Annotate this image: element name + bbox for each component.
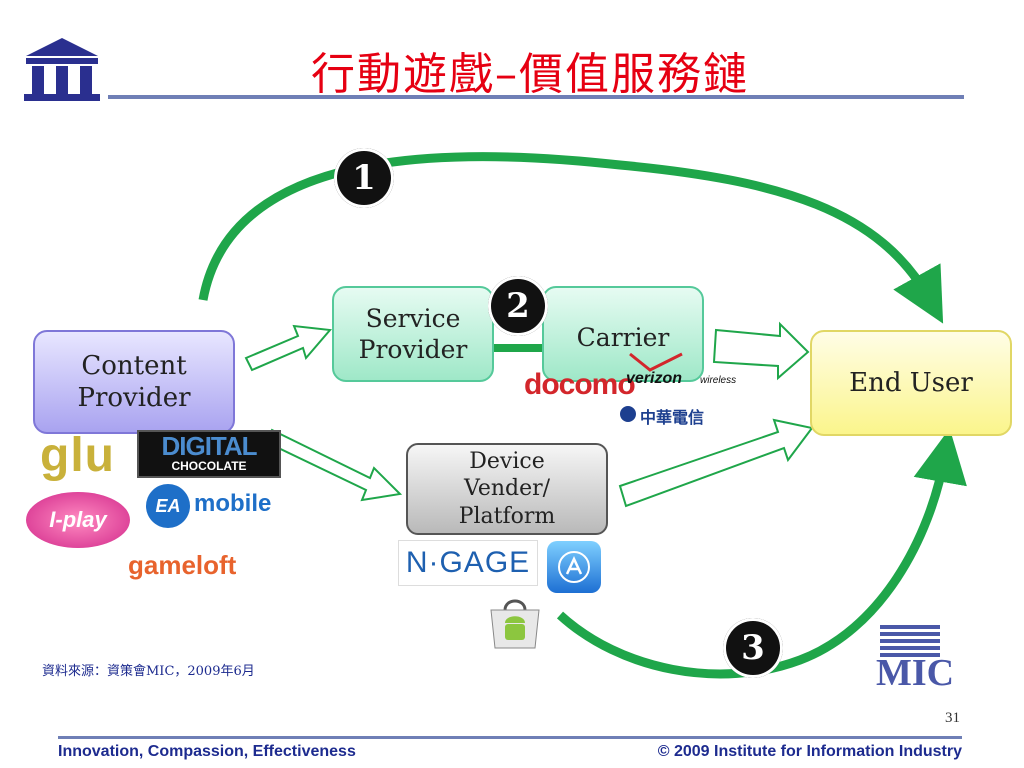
carrier-label: Carrier: [576, 323, 670, 352]
institute-building-icon: [24, 38, 100, 101]
app-store-icon: [547, 541, 601, 593]
green-arc-1: [198, 152, 944, 324]
footer-tagline: Innovation, Compassion, Effectiveness: [58, 743, 356, 760]
verizon-wireless-text: wireless: [700, 375, 737, 386]
ea-mobile-logo: EA mobile: [146, 484, 276, 528]
device-vender-platform-box: Device Vender/ Platform: [406, 443, 608, 535]
service-provider-box: Service Provider: [332, 286, 494, 382]
page-number: 31: [945, 710, 960, 726]
slide-title: 行動遊戲–價值服務鏈: [311, 49, 749, 100]
green-arc-3: [556, 428, 967, 679]
footer-copyright: © 2009 Institute for Information Industr…: [657, 743, 962, 760]
content-provider-box: Content Provider: [33, 330, 235, 434]
content-provider-label: Content Provider: [77, 350, 191, 414]
step-badge-1: 1: [334, 148, 394, 208]
ea-mobile-text: mobile: [194, 490, 272, 517]
verizon-logo: verizon: [626, 370, 683, 387]
source-note: 資料來源：資策會MIC，2009年6月: [42, 664, 255, 679]
digital-chocolate-top-text: DIGITAL: [161, 431, 257, 461]
verizon-check-icon: [629, 352, 683, 372]
block-arrow-carrier-user: [712, 321, 810, 381]
app-store-glyph-icon: [558, 551, 590, 583]
device-vender-label: Device Vender/ Platform: [458, 448, 556, 529]
step-badge-2: 2: [488, 276, 548, 336]
digital-chocolate-logo: DIGITAL CHOCOLATE: [137, 430, 281, 478]
title-divider: [108, 95, 964, 99]
android-market-icon: [490, 599, 540, 649]
footer-divider: [58, 736, 962, 739]
end-user-label: End User: [849, 367, 973, 398]
chunghwa-telecom-logo: 中華電信: [640, 410, 705, 427]
service-provider-label: Service Provider: [358, 303, 468, 364]
step-badge-3: 3: [723, 618, 783, 678]
mic-logo-text: MIC: [876, 652, 954, 691]
ngage-logo: N·GAGE: [398, 540, 538, 586]
mic-logo: MIC: [876, 625, 954, 691]
block-arrow-cp-device: [264, 428, 403, 502]
chunghwa-telecom-icon: [620, 406, 636, 422]
digital-chocolate-bottom-text: CHOCOLATE: [171, 459, 247, 473]
block-arrow-device-user: [618, 418, 814, 508]
glu-logo: glu: [40, 429, 115, 482]
end-user-box: End User: [810, 330, 1012, 436]
carrier-box: Carrier: [542, 286, 704, 382]
block-arrow-cp-sp: [244, 324, 332, 372]
iplay-logo: I-play: [26, 492, 130, 548]
docomo-logo: docomo: [524, 368, 636, 401]
ea-mark: EA: [146, 484, 190, 528]
gameloft-logo: gameloft: [128, 550, 237, 580]
